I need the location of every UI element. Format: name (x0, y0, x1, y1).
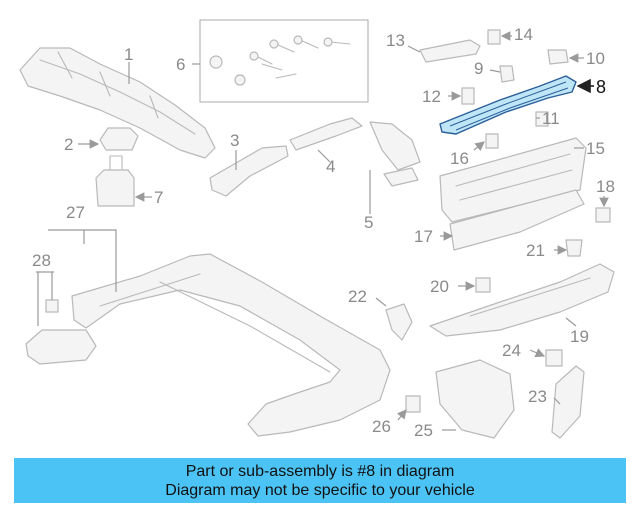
callout-24: 24 (502, 341, 521, 360)
part-2-clip (99, 127, 139, 151)
callout-10: 10 (586, 49, 605, 68)
callout-12: 12 (422, 87, 441, 106)
callout-14: 14 (514, 25, 533, 44)
part-1-header-bow (19, 47, 216, 159)
part-7-bracket (95, 155, 135, 207)
leader-lines (36, 31, 609, 431)
part-6-hardware-box (199, 19, 369, 103)
callout-28: 28 (32, 251, 51, 270)
info-banner: Part or sub-assembly is #8 in diagram Di… (14, 458, 626, 503)
callout-22: 22 (348, 287, 367, 306)
part-8-highlighted-rail (439, 75, 577, 135)
callout-15: 15 (586, 139, 605, 158)
part-28-bracket (25, 299, 97, 365)
part-23-strip (551, 365, 585, 439)
callout-20: 20 (430, 277, 449, 296)
part-25-plate (435, 359, 515, 439)
callout-25: 25 (414, 421, 433, 440)
callout-13: 13 (386, 31, 405, 50)
callout-18: 18 (596, 177, 615, 196)
callout-7: 7 (154, 188, 163, 207)
callout-26: 26 (372, 417, 391, 436)
part-4-rail (289, 117, 363, 151)
callout-1: 1 (124, 45, 133, 64)
callout-23: 23 (528, 387, 547, 406)
callout-2: 2 (64, 135, 73, 154)
part-3-trim (209, 145, 289, 197)
callout-3: 3 (230, 131, 239, 150)
callout-6: 6 (176, 55, 185, 74)
banner-line-2: Diagram may not be specific to your vehi… (165, 481, 475, 499)
part-19-tray (429, 263, 615, 337)
callout-9: 9 (474, 59, 483, 78)
part-27-soft-top (71, 253, 391, 437)
callout-17: 17 (414, 227, 433, 246)
callout-4: 4 (326, 157, 335, 176)
part-15-panel (439, 137, 587, 223)
callout-16: 16 (450, 149, 469, 168)
callout-5: 5 (364, 213, 373, 232)
callout-19: 19 (570, 327, 589, 346)
part-22-latch (385, 303, 413, 341)
small-fasteners (405, 29, 611, 413)
banner-line-1: Part or sub-assembly is #8 in diagram (185, 462, 455, 480)
callout-11: 11 (542, 109, 560, 128)
part-5-hinge (369, 121, 421, 187)
callout-labels: 1 2 3 4 5 6 7 8 9 10 11 12 13 14 15 16 1… (32, 25, 615, 440)
callout-8-highlighted: 8 (596, 77, 606, 97)
part-17-panel (449, 189, 585, 251)
callout-27: 27 (66, 203, 85, 222)
callout-21: 21 (526, 241, 545, 260)
part-13-pad (419, 39, 481, 63)
